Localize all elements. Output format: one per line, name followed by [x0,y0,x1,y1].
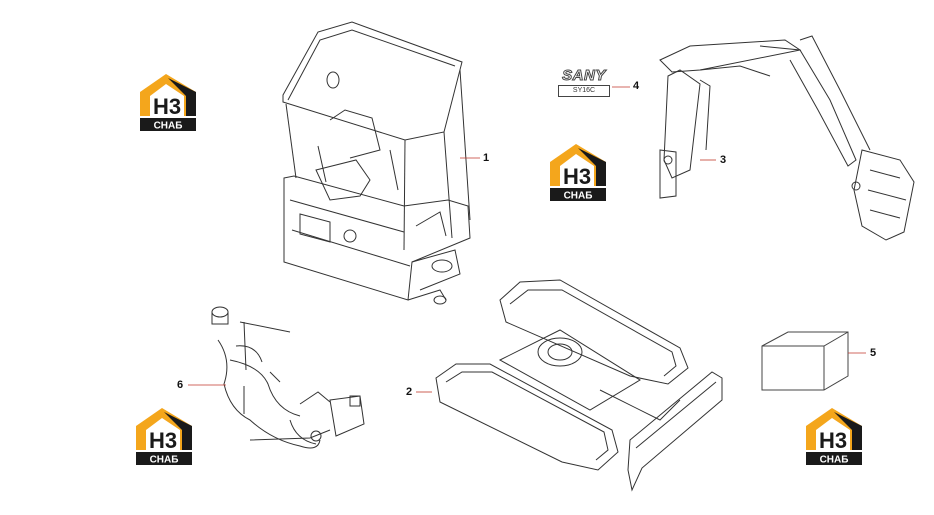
logo-bottom-text: CHAБ [154,121,183,132]
logo-bottom-text: CHAБ [820,455,849,466]
cab-canopy-drawing [282,21,471,305]
callout-label-5: 5 [870,347,877,359]
badge-model-text: SY16C [558,85,610,97]
watermark-logo: H3 CHAБ [132,404,196,466]
callout-label-3: 3 [720,154,727,166]
logo-bottom-text: CHAБ [564,191,593,202]
leader-lines [188,86,866,393]
logo-top-text: H3 [819,428,847,453]
box-drawing [761,331,849,391]
badge-brand-text: SANY [562,67,606,84]
watermark-logo: H3 CHAБ [136,70,200,132]
callout-label-6: 6 [177,379,184,391]
sany-model-badge: SANY SY16C [556,67,612,98]
watermark-logo: H3 CHAБ [546,140,610,202]
logo-bottom-text: CHAБ [150,455,179,466]
boom-arm-bucket-drawing [659,35,915,241]
callout-label-2: 2 [406,386,413,398]
logo-top-text: H3 [153,94,181,119]
callout-label-1: 1 [483,152,490,164]
watermark-logo: H3 CHAБ [802,404,866,466]
logo-top-text: H3 [563,164,591,189]
callout-label-4: 4 [633,80,640,92]
undercarriage-drawing [435,279,723,492]
logo-top-text: H3 [149,428,177,453]
wiring-harness-drawing [211,306,365,449]
